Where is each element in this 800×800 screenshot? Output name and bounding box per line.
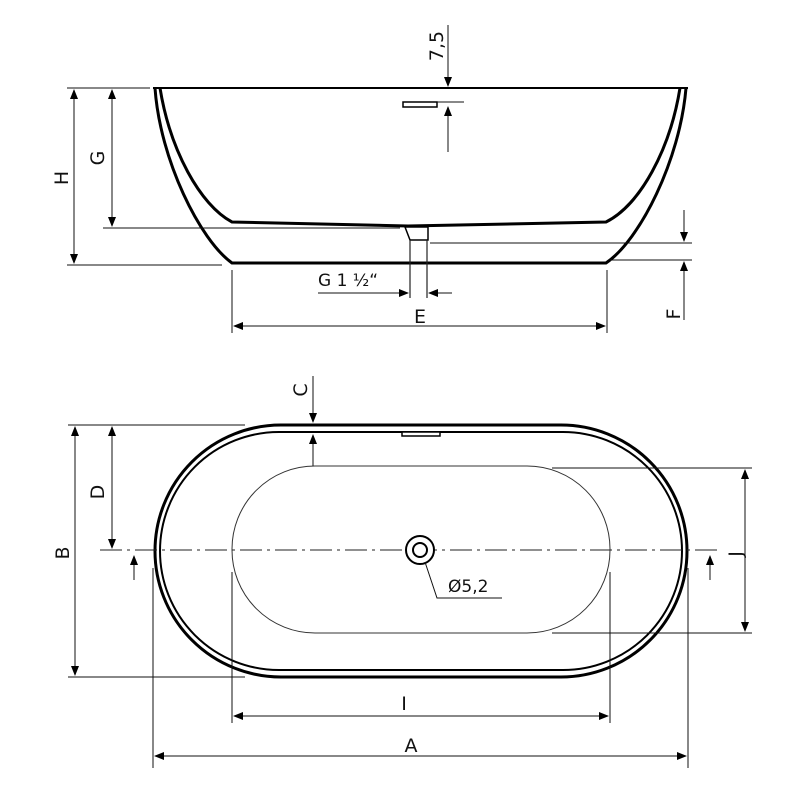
tub-outer-profile (153, 87, 688, 265)
tub-outer-rim (153, 423, 689, 679)
dim-label-h: H (51, 171, 73, 185)
dim-label-c: C (290, 383, 312, 396)
top-view: Ø5,2 C B D J I A (52, 376, 752, 768)
dim-label-i: I (401, 693, 407, 715)
dim-label-g-thread: G 1 ½“ (318, 271, 378, 291)
side-view: H G 7,5 G 1 ½“ E F (51, 25, 692, 333)
dim-label-b: B (52, 546, 74, 559)
dim-label-drain-diameter: Ø5,2 (448, 577, 488, 597)
dim-label-j: J (725, 551, 747, 558)
dim-label-g: G (87, 151, 109, 166)
tub-inner-profile (158, 87, 682, 228)
overflow-slot-top (401, 431, 441, 437)
drain-fitting (403, 226, 429, 241)
dim-label-d: D (87, 485, 109, 500)
overflow-slot (402, 101, 438, 108)
dim-label-a: A (405, 735, 418, 757)
dim-label-f: F (663, 309, 685, 320)
dim-label-e: E (414, 306, 426, 328)
dim-label-7-5: 7,5 (426, 31, 448, 61)
drain-inner-circle (412, 542, 428, 558)
